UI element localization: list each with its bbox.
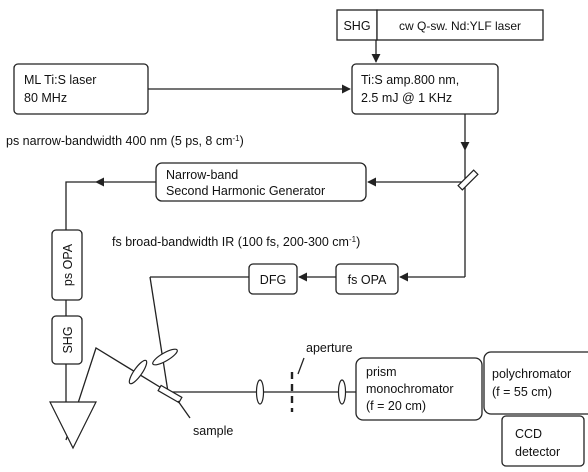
prism-icon — [49, 401, 97, 450]
beam-splitter — [457, 169, 479, 191]
fs-opa-label: fs OPA — [348, 273, 387, 287]
ml-laser-box: ML Ti:S laser 80 MHz — [13, 63, 149, 115]
ir-focus-lens — [152, 348, 178, 366]
amplifier-box: Ti:S amp.800 nm, 2.5 mJ @ 1 KHz — [351, 63, 499, 115]
narrow-band-shg-label-1: Narrow-band — [166, 168, 238, 182]
ndylf-laser-label: cw Q-sw. Nd:YLF laser — [399, 19, 521, 33]
sample-leader — [177, 400, 191, 419]
shg-top-box: SHG — [336, 9, 378, 41]
prism-label-2: monochromator — [366, 382, 454, 396]
ccd-detector-box: CCD detector — [501, 415, 585, 467]
prism-label-3: (f = 20 cm) — [366, 399, 426, 413]
ccd-label-1: CCD — [515, 427, 542, 441]
fs-opa-box: fs OPA — [335, 263, 399, 295]
prism-label-1: prism — [366, 365, 397, 379]
ml-laser-label-2: 80 MHz — [24, 91, 67, 105]
coupling-lens — [337, 379, 347, 405]
ps-opa-label: ps OPA — [61, 243, 75, 286]
dfg-label: DFG — [260, 273, 286, 287]
sample-plate — [157, 384, 183, 404]
collection-lens — [255, 379, 265, 405]
narrow-band-shg-label-2: Second Harmonic Generator — [166, 184, 325, 198]
amplifier-label-2: 2.5 mJ @ 1 KHz — [361, 91, 452, 105]
amplifier-label-1: Ti:S amp.800 nm, — [361, 73, 459, 87]
fs-beam-label: fs broad-bandwidth IR (100 fs, 200-300 c… — [112, 235, 360, 250]
ps-beam-label: ps narrow-bandwidth 400 nm (5 ps, 8 cm-1… — [6, 134, 244, 149]
ndylf-laser-box: cw Q-sw. Nd:YLF laser — [376, 9, 544, 41]
polychromator-label-2: (f = 55 cm) — [492, 385, 552, 399]
polychromator-label-1: polychromator — [492, 367, 571, 381]
ccd-label-2: detector — [515, 445, 560, 459]
aperture-leader — [297, 357, 305, 375]
ir-to-sample-beam — [149, 276, 169, 393]
sample-label: sample — [193, 424, 233, 438]
narrow-band-shg-box: Narrow-band Second Harmonic Generator — [155, 162, 367, 202]
vis-focus-lens — [128, 359, 148, 385]
ml-laser-label-1: ML Ti:S laser — [24, 73, 96, 87]
shg-left-label: SHG — [61, 326, 75, 353]
dfg-box: DFG — [248, 263, 298, 295]
aperture-label: aperture — [306, 341, 353, 355]
ps-opa-box: ps OPA — [51, 229, 83, 301]
prism-monochromator-box: prism monochromator (f = 20 cm) — [355, 357, 483, 421]
to-ps-opa-beam — [65, 181, 96, 230]
shg-top-label: SHG — [343, 19, 370, 33]
shg-left-box: SHG — [51, 315, 83, 365]
polychromator-box: polychromator (f = 55 cm) — [483, 351, 588, 415]
